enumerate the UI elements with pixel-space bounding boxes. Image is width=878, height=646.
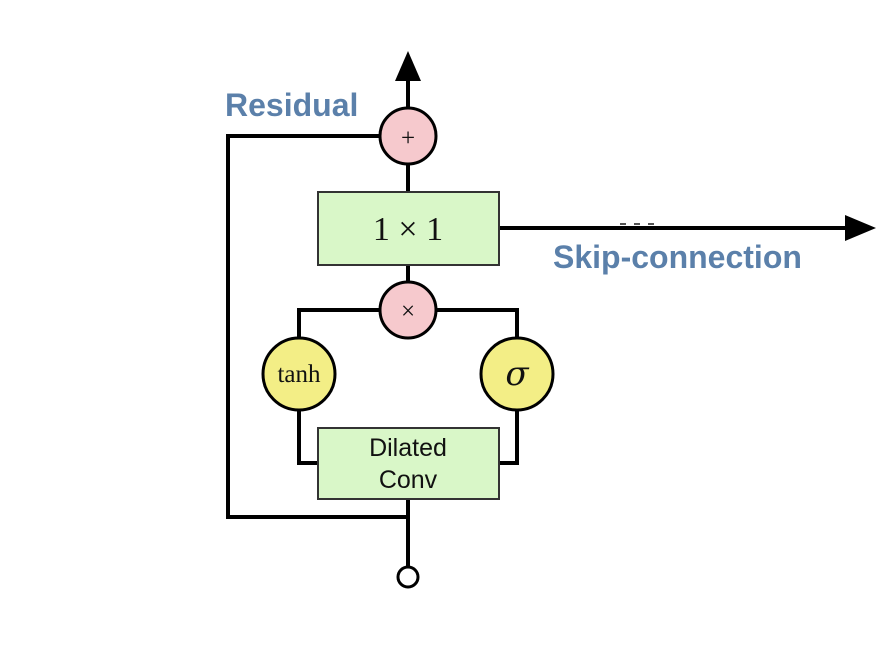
sigma-label: σ [505,354,529,394]
one-by-one-label: 1 × 1 [373,211,443,248]
add-node: + [378,106,438,166]
add-symbol: + [401,125,415,152]
one-by-one-conv-box: 1 × 1 [317,191,500,266]
dilated-conv-line-2: Conv [379,466,438,494]
dilated-conv-box: Dilated Conv [317,427,500,500]
input-node [396,565,420,589]
residual-output-arrowhead [395,51,421,81]
tanh-label: tanh [277,361,321,388]
residual-label: Residual [225,87,358,123]
residual-bypass-line [226,134,408,519]
multiply-node: × [378,280,438,340]
skip-connection-arrowhead [845,215,876,241]
skip-connection-label: Skip-connection [553,239,802,275]
dilated-conv-line-1: Dilated [369,434,447,462]
tanh-node: tanh [261,336,337,412]
sigma-node: σ [479,336,555,412]
multiply-symbol: × [401,298,415,325]
